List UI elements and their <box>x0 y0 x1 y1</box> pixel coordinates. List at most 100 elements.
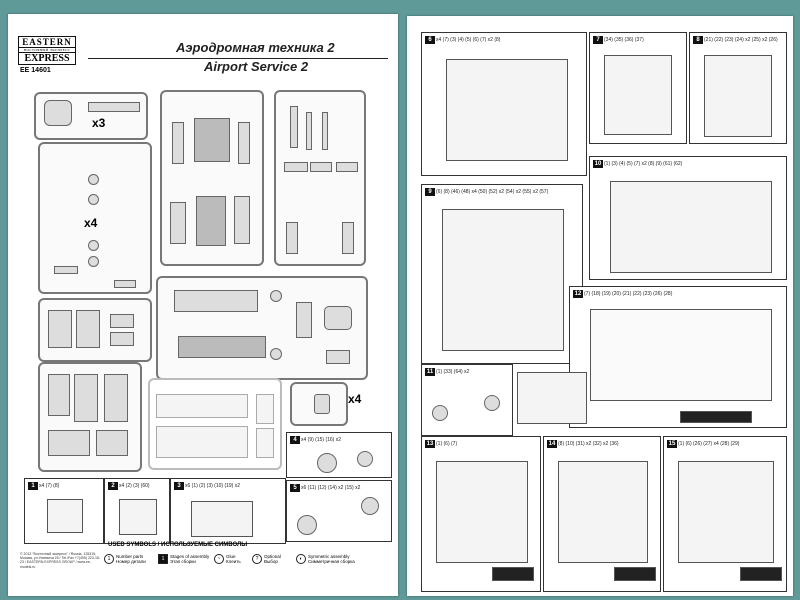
part-31 <box>178 336 266 358</box>
part-21 <box>156 394 248 418</box>
step-4-wheel <box>317 453 337 473</box>
title-rule <box>88 58 388 59</box>
number-parts-icon: 1 <box>104 554 114 564</box>
part-22 <box>96 430 128 456</box>
multiplier-x4-small: x4 <box>348 392 362 406</box>
step-10-number: 10 <box>593 160 603 168</box>
step-6-number: 6 <box>425 36 435 44</box>
step-7-header: 7(34) (35) (36) (37) <box>593 36 644 44</box>
step-4-hub <box>357 451 373 467</box>
step-7-box: 7(34) (35) (36) (37) <box>589 32 687 144</box>
step-9-number: 9 <box>425 188 435 196</box>
symmetric-icon: ◐ <box>296 554 306 564</box>
optional-icon: ? <box>252 554 262 564</box>
part-24a <box>74 374 98 422</box>
step-3-refs: x6 (1) (2) (3) (10) (19) x2 <box>185 483 241 489</box>
step-15-silhouette <box>740 567 782 581</box>
brand-sub: ВОСТОЧНЫЙ ЭКСПРЕСС <box>23 48 71 52</box>
step-5-refs: x6 (11) (12) (14) x2 (15) x2 <box>301 485 361 491</box>
part-24b <box>104 374 128 422</box>
legend-item-en: Glue <box>226 554 236 559</box>
legend-item-ru: Клеить <box>226 559 241 564</box>
step-11-wheel-b <box>484 395 500 411</box>
step-12-header: 12(7) (18) (19) (20) (21) (22) (23) (26)… <box>573 290 672 298</box>
step-5-wheel-a <box>297 515 317 535</box>
part-19 <box>256 428 274 458</box>
legend-item-ru: Номер детали <box>116 559 146 564</box>
step-8-refs: (21) (22) (23) (24) x2 (25) x2 (26) <box>704 37 778 43</box>
legend-title: USED SYMBOLS / ИСПОЛЬЗУЕМЫЕ СИМВОЛЫ <box>108 542 248 548</box>
part-13 <box>54 266 78 274</box>
sprue-i <box>290 382 348 426</box>
step-10-box: 10(1) (3) (4) (5) (7) x2 (8) (9) (61) (6… <box>589 156 787 280</box>
step-15-header: 15(1) (6) (26) (27) x4 (28) (29) <box>667 440 739 448</box>
footer-text: © 2012 "Восточный экспресс" / Russia, 12… <box>20 552 101 569</box>
step-11-box: 11(1) (33) (64) x2 <box>421 364 513 436</box>
part-64a <box>270 290 282 302</box>
step-15-number: 15 <box>667 440 677 448</box>
part-53 <box>336 162 358 172</box>
step-10-header: 10(1) (3) (4) (5) (7) x2 (8) (9) (61) (6… <box>593 160 682 168</box>
part-40 <box>234 196 250 244</box>
legend-item-en: Stages of assembly <box>170 554 210 559</box>
brand-top: EASTERN <box>19 37 75 48</box>
step-6-refs: x4 (7) (3) (4) (5) (6) (7) x2 (8) <box>436 37 501 43</box>
part-28 <box>110 332 134 346</box>
step-14-silhouette <box>614 567 656 581</box>
step-9-box: 9(6) (8) (46) (48) x4 (50) (52) x2 (54) … <box>421 184 583 364</box>
step-13-drawing <box>436 461 528 563</box>
step-5-wheel-b <box>361 497 379 515</box>
part-29 <box>110 314 134 328</box>
step-13-refs: (1) (6) (7) <box>436 441 458 447</box>
step-7-drawing <box>604 55 672 135</box>
part-18 <box>256 394 274 424</box>
step-14-drawing <box>558 461 648 563</box>
wheel-part-a <box>88 174 99 185</box>
step-10-refs: (1) (3) (4) (5) (7) x2 (8) (9) (61) (62) <box>604 161 683 167</box>
sprue-h <box>148 378 282 470</box>
step-3-number: 3 <box>174 482 184 490</box>
step-14-number: 14 <box>547 440 557 448</box>
part-52 <box>310 162 332 172</box>
step-13-number: 13 <box>425 440 435 448</box>
part-30 <box>296 302 312 338</box>
part-36 <box>172 122 184 164</box>
part-49b <box>322 112 328 150</box>
step-8-number: 8 <box>693 36 703 44</box>
step-12-box: 12(7) (18) (19) (20) (21) (22) (23) (26)… <box>569 286 787 428</box>
step-15-refs: (1) (6) (26) (27) x4 (28) (29) <box>678 441 740 447</box>
step-9-drawing <box>442 209 564 351</box>
step-14-header: 14(8) (10) (31) x2 (32) x2 (36) <box>547 440 619 448</box>
part-20 <box>156 426 248 458</box>
wheel-part-c <box>88 240 99 251</box>
legend-item-en: Symmetric assembly <box>308 554 350 559</box>
left-instruction-page: EASTERN ВОСТОЧНЫЙ ЭКСПРЕСС EXPRESS EE 14… <box>8 14 398 596</box>
step-12-drawing <box>590 309 772 401</box>
part-23 <box>48 430 90 456</box>
step-1-number: 1 <box>28 482 38 490</box>
sprue-c <box>274 90 366 266</box>
step-2-number: 2 <box>108 482 118 490</box>
stage-icon: 1 <box>158 554 168 564</box>
sprue-g <box>38 362 142 472</box>
part-6 <box>114 280 136 288</box>
part-34 <box>196 196 226 246</box>
truck-preview <box>517 372 587 424</box>
step-11-header: 11(1) (33) (64) x2 <box>425 368 469 376</box>
part-32 <box>174 290 258 312</box>
sprue-f <box>38 298 152 362</box>
step-10-drawing <box>610 181 772 273</box>
part-48 <box>290 106 298 148</box>
